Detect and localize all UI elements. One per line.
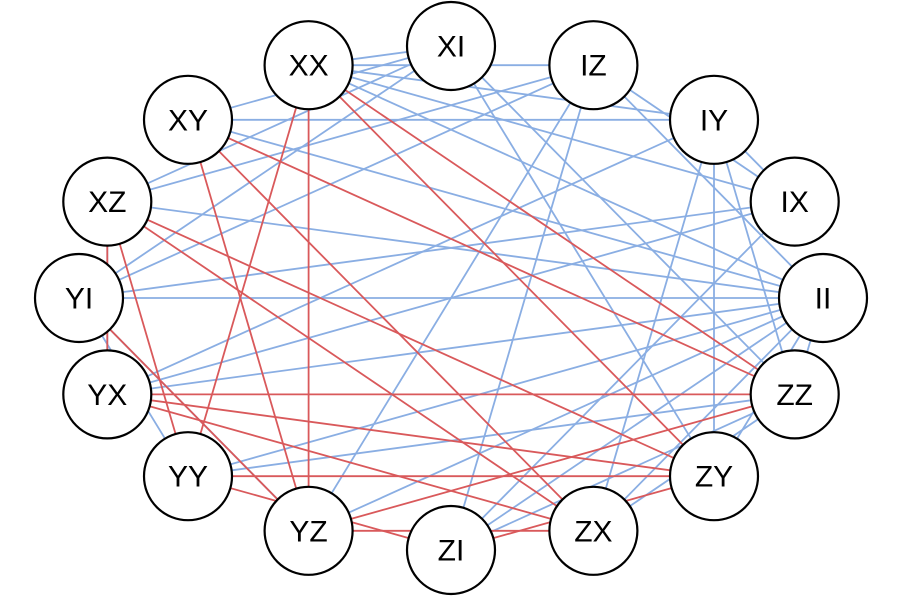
node-label: YY [168,461,208,494]
red-edge-xy-zz [187,118,796,396]
blue-edge-xx-iy [308,64,715,121]
node-label: ZZ [776,379,813,412]
node-label: XI [437,31,465,64]
node-xy: XY [142,74,234,165]
node-ii: II [777,252,869,344]
node-yx: YX [62,349,153,440]
red-edge-xy-yz [187,119,310,532]
blue-edge-zy-xi [450,45,715,477]
node-circle [749,349,840,440]
node-circle [777,252,869,344]
node-circle [142,431,234,522]
blue-edge-xz-ii [107,200,824,299]
node-circle [263,20,354,111]
red-edge-xz-zy [106,200,715,478]
edges-layer [78,45,824,551]
blue-edge-zi-zz [450,393,796,551]
node-zy: ZY [668,431,760,522]
node-xz: XZ [62,156,153,247]
node-yi: YI [33,252,125,344]
blue-edge-zi-ix [450,200,796,551]
blue-edge-zz-xi [450,45,796,396]
node-circle [405,504,497,596]
node-label: XX [289,50,329,83]
blue-edge-zz-iy [713,119,796,395]
node-circle [548,485,639,576]
node-circle [548,20,639,111]
node-label: ZX [574,515,612,548]
node-xx: XX [263,20,354,111]
blue-edge-xz-iz [107,64,594,203]
node-iz: IZ [548,20,639,111]
node-iy: IY [668,74,760,165]
node-circle [62,156,153,247]
blue-edge-yi-xi [78,45,452,299]
node-zi: ZI [405,504,497,596]
red-edge-yz-zz [308,393,795,532]
node-circle [405,0,497,92]
node-yz: YZ [263,485,354,576]
node-label: ZI [438,535,465,568]
node-zx: ZX [548,485,639,576]
node-zz: ZZ [749,349,840,440]
blue-edge-yx-iy [106,118,715,396]
nodes-layer: XI IZ IY IX II ZZ ZY ZX ZI YZ YY YX YI XZ XY XX [33,0,869,596]
node-label: IX [781,186,809,219]
red-edge-yx-zx [107,393,594,532]
node-label: IZ [580,50,607,83]
red-edge-xx-zy [307,64,715,477]
blue-edge-xz-xi [106,45,452,203]
red-edge-yi-yz [78,297,310,532]
node-yy: YY [142,431,234,522]
node-label: ZY [695,461,733,494]
blue-edge-yx-ii [107,297,824,396]
node-circle [749,156,840,247]
node-label: YX [87,379,127,412]
blue-edge-zx-ii [592,297,824,532]
red-edge-xx-zz [308,64,796,396]
blue-edge-zi-iz [450,64,595,551]
node-xi: XI [405,0,497,92]
node-circle [62,349,153,440]
node-label: IY [700,104,728,137]
node-circle [668,74,760,165]
blue-edge-iz-ii [592,64,824,299]
node-ix: IX [749,156,840,247]
node-label: XZ [88,186,126,219]
node-label: II [815,283,832,316]
node-label: YI [65,283,93,316]
node-label: XY [168,104,208,137]
red-edge-xz-yy [106,201,189,477]
red-edge-yx-zy [107,393,715,478]
blue-edge-yi-ix [78,200,795,299]
node-circle [668,431,760,522]
node-circle [33,252,125,344]
node-circle [263,485,354,576]
node-label: YZ [289,515,327,548]
red-edge-xy-zx [187,119,595,532]
node-circle [142,74,234,165]
